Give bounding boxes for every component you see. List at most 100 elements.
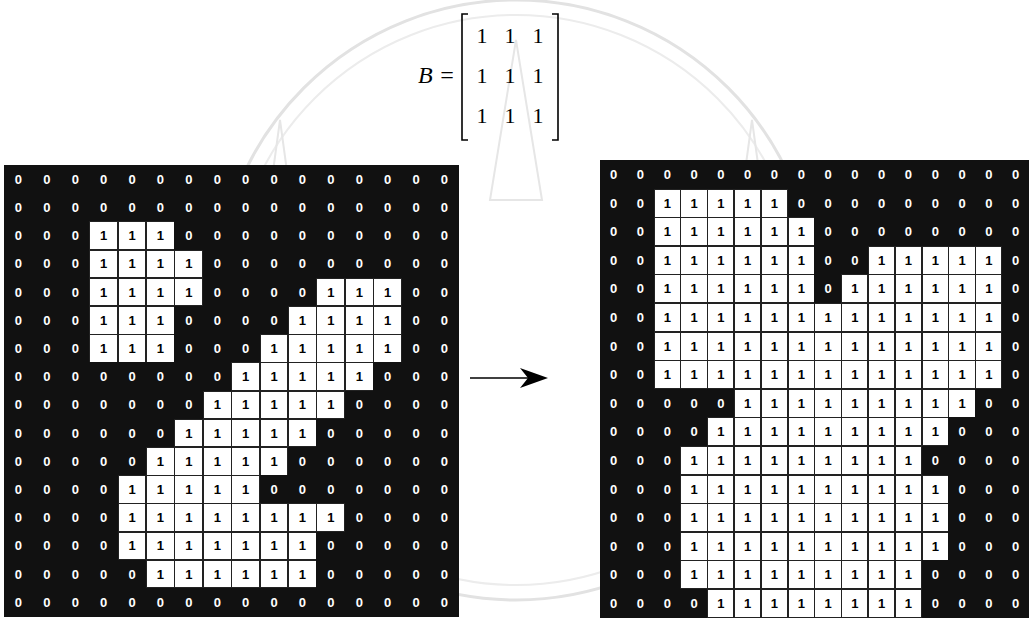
dilated-pixel: 1 — [680, 446, 707, 475]
dilated-pixel: 0 — [975, 532, 1002, 561]
input-pixel: 0 — [260, 165, 289, 194]
input-pixel: 0 — [402, 221, 431, 250]
matrix-entry: 1 — [470, 58, 494, 94]
input-pixel: 0 — [288, 193, 317, 222]
dilated-pixel: 1 — [841, 332, 868, 361]
dilated-pixel: 1 — [841, 532, 868, 561]
dilated-pixel: 0 — [841, 160, 868, 189]
input-pixel: 0 — [288, 447, 317, 476]
dilated-pixel: 0 — [1002, 217, 1029, 246]
input-pixel: 0 — [402, 588, 431, 617]
dilated-pixel: 1 — [680, 475, 707, 504]
input-pixel: 0 — [32, 560, 61, 589]
input-pixel: 0 — [430, 419, 459, 448]
input-pixel: 1 — [345, 306, 374, 335]
input-pixel: 0 — [373, 165, 402, 194]
dilated-pixel: 1 — [868, 303, 895, 332]
input-pixel: 0 — [288, 475, 317, 504]
dilated-pixel: 0 — [1002, 274, 1029, 303]
input-pixel: 0 — [146, 193, 175, 222]
dilated-pixel: 1 — [922, 274, 949, 303]
dilated-pixel: 1 — [895, 532, 922, 561]
input-pixel: 0 — [32, 391, 61, 420]
input-pixel: 0 — [373, 447, 402, 476]
dilated-pixel: 1 — [948, 389, 975, 418]
input-pixel: 0 — [260, 588, 289, 617]
dilated-pixel: 1 — [922, 532, 949, 561]
dilated-pixel: 1 — [841, 417, 868, 446]
dilated-pixel: 1 — [788, 589, 815, 618]
dilated-pixel: 1 — [707, 503, 734, 532]
input-pixel: 0 — [174, 165, 203, 194]
input-pixel: 1 — [203, 447, 232, 476]
input-pixel: 0 — [430, 334, 459, 363]
input-pixel: 0 — [174, 588, 203, 617]
dilated-pixel: 0 — [1002, 389, 1029, 418]
dilated-pixel: 1 — [841, 589, 868, 618]
dilated-pixel: 1 — [814, 332, 841, 361]
dilated-pixel: 0 — [922, 189, 949, 218]
dilated-pixel: 0 — [814, 246, 841, 275]
input-pixel: 1 — [146, 475, 175, 504]
dilated-pixel: 0 — [814, 189, 841, 218]
dilated-pixel: 0 — [1002, 589, 1029, 618]
input-pixel: 0 — [402, 362, 431, 391]
input-pixel: 0 — [203, 334, 232, 363]
input-pixel: 0 — [430, 278, 459, 307]
input-pixel: 0 — [89, 503, 118, 532]
input-pixel: 1 — [373, 306, 402, 335]
input-pixel: 0 — [61, 334, 90, 363]
input-pixel: 0 — [345, 560, 374, 589]
input-pixel: 1 — [203, 532, 232, 561]
input-pixel: 1 — [89, 334, 118, 363]
dilated-pixel: 0 — [680, 417, 707, 446]
input-pixel: 1 — [174, 503, 203, 532]
dilated-pixel: 1 — [922, 303, 949, 332]
dilated-pixel: 0 — [1002, 160, 1029, 189]
dilated-pixel: 1 — [761, 217, 788, 246]
input-pixel: 0 — [402, 306, 431, 335]
input-pixel: 1 — [174, 532, 203, 561]
dilated-pixel: 0 — [922, 589, 949, 618]
input-pixel: 0 — [316, 560, 345, 589]
dilated-pixel: 1 — [895, 360, 922, 389]
dilated-pixel: 1 — [788, 217, 815, 246]
input-pixel: 1 — [260, 419, 289, 448]
input-pixel: 0 — [118, 419, 147, 448]
dilated-pixel: 1 — [761, 475, 788, 504]
dilated-pixel: 1 — [734, 589, 761, 618]
input-pixel: 0 — [61, 221, 90, 250]
input-pixel: 0 — [316, 588, 345, 617]
input-pixel: 0 — [402, 193, 431, 222]
input-pixel: 0 — [260, 475, 289, 504]
matrix-entry: 1 — [498, 98, 522, 134]
input-pixel: 0 — [32, 475, 61, 504]
dilated-pixel: 0 — [948, 475, 975, 504]
dilated-pixel: 1 — [868, 475, 895, 504]
dilated-pixel: 0 — [841, 189, 868, 218]
dilated-pixel: 0 — [975, 589, 1002, 618]
dilated-pixel: 1 — [841, 475, 868, 504]
dilated-pixel: 1 — [975, 303, 1002, 332]
input-pixel: 0 — [203, 193, 232, 222]
input-pixel: 0 — [430, 588, 459, 617]
dilated-pixel: 0 — [922, 446, 949, 475]
dilated-pixel: 0 — [654, 560, 681, 589]
input-pixel: 0 — [203, 278, 232, 307]
dilated-pixel: 0 — [895, 160, 922, 189]
input-pixel: 0 — [373, 419, 402, 448]
dilated-pixel: 1 — [841, 274, 868, 303]
dilated-pixel: 1 — [868, 332, 895, 361]
input-pixel: 0 — [260, 306, 289, 335]
input-pixel: 1 — [174, 560, 203, 589]
dilated-pixel: 0 — [975, 160, 1002, 189]
dilated-pixel: 1 — [814, 503, 841, 532]
dilated-pixel: 1 — [868, 589, 895, 618]
dilated-pixel: 1 — [734, 417, 761, 446]
input-pixel: 0 — [345, 250, 374, 279]
input-pixel: 1 — [231, 362, 260, 391]
input-pixel: 0 — [430, 447, 459, 476]
input-pixel: 0 — [231, 250, 260, 279]
input-pixel: 0 — [61, 419, 90, 448]
dilated-pixel: 0 — [600, 446, 627, 475]
